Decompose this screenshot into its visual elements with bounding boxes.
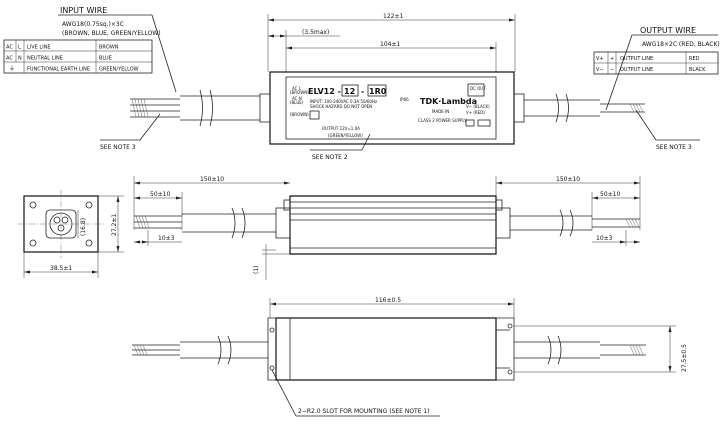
label-made-in: MADE IN xyxy=(432,109,449,114)
output-row-1-sym: + xyxy=(610,56,614,62)
dim-mount-length: 116±0.5 xyxy=(375,297,401,304)
input-wire-spec-1: AWG18(0.75sq.)×3C xyxy=(62,21,124,28)
label-model-prefix: ELV12 - xyxy=(308,87,341,96)
input-wire-block: INPUT WIRE AWG18(0.75sq.)×3C (BROWN, BLU… xyxy=(3,6,177,93)
dim-overall-length: 122±1 xyxy=(383,13,403,20)
label-vminus: V− (BLACK) xyxy=(466,104,490,109)
dim-output-cable: 150±10 xyxy=(556,176,580,183)
label-ac-n-color: (BLUE) xyxy=(290,100,304,105)
label-ac-n: AC N xyxy=(292,96,302,101)
input-row-2-line: NEUTRAL LINE xyxy=(27,56,63,62)
label-vplus: V+ (RED) xyxy=(466,110,485,115)
input-row-1-code: AC xyxy=(6,45,13,51)
side-view: 150±10 50±10 10±3 150±10 50±10 10±3 xyxy=(133,176,641,280)
label-dc-out: DC OUT xyxy=(470,86,486,91)
label-brown: (BROWN) xyxy=(290,112,309,117)
label-input-spec: INPUT: 100-240VAC 0.3A 50/60Hz xyxy=(310,99,377,104)
output-wire-ends-bottom xyxy=(600,344,646,356)
note-3-left: SEE NOTE 3 xyxy=(100,144,136,151)
input-row-1-line: LIVE LINE xyxy=(27,45,51,51)
label-ac-l-color: (BROWN) xyxy=(290,90,309,95)
label-output-spec: OUTPUT 12V=1.0A xyxy=(322,126,360,131)
dim-tip-out: 10±3 xyxy=(596,235,613,242)
dim-end-inner: (16.8) xyxy=(80,218,87,236)
label-warning: SHOCK HAZARD DO NOT OPEN xyxy=(310,104,372,109)
dim-label-length: 104±1 xyxy=(380,41,400,48)
input-row-3-sym: ⏚ xyxy=(9,66,15,73)
dim-end-height: 27.2±1 xyxy=(111,214,118,236)
output-row-2-color: BLACK xyxy=(689,67,706,73)
bottom-view: 116±0.5 xyxy=(132,297,688,417)
label-earth-color: (GREEN/YELLOW) xyxy=(328,133,363,138)
dim-strip-in: 50±10 xyxy=(150,191,170,198)
output-wire-ends-side xyxy=(592,218,640,228)
label-model-box2: 1R0 xyxy=(369,87,387,96)
input-wire-ends-top xyxy=(130,98,180,118)
note-callouts-top: SEE NOTE 3 SEE NOTE 2 SEE NOTE 3 xyxy=(100,109,700,161)
input-wire-ends-bottom xyxy=(132,344,180,356)
top-view: 122±1 (3.5max) 104±1 xyxy=(100,13,700,161)
output-row-2-line: OUTPUT LINE xyxy=(620,67,653,73)
input-row-3-color: GREEN/YELLOW xyxy=(99,67,139,73)
note-3-right: SEE NOTE 3 xyxy=(656,144,692,151)
input-row-3-line: FUNCTIONAL EARTH LINE xyxy=(27,67,90,73)
label-model-dash: - xyxy=(361,87,364,96)
output-wire-heading: OUTPUT WIRE xyxy=(640,26,696,35)
output-row-2-code: V− xyxy=(596,67,604,73)
input-wire-spec-2: (BROWN, BLUE, GREEN/YELLOW) xyxy=(62,30,161,37)
input-row-1-sym: L xyxy=(18,45,21,51)
dim-input-cable: 150±10 xyxy=(200,176,224,183)
output-row-1-color: RED xyxy=(689,56,700,62)
dim-tip-in: 10±3 xyxy=(158,235,175,242)
label-ip: IP66 xyxy=(400,97,409,102)
dim-gap: (1) xyxy=(253,266,260,275)
input-wire-heading: INPUT WIRE xyxy=(60,6,107,15)
end-view: (16.8) 27.2±1 38.5±1 xyxy=(18,190,124,278)
input-wire-ends-side xyxy=(134,215,182,229)
output-wire-table: V+ + OUTPUT LINE RED V− − OUTPUT LINE BL… xyxy=(593,51,719,75)
output-wire-spec: AWG18×2C (RED, BLACK) xyxy=(642,41,720,48)
dim-strip-out: 50±10 xyxy=(600,191,620,198)
input-row-2-color: BLUE xyxy=(99,56,112,62)
label-ac-l: AC L xyxy=(292,86,302,91)
label-class2: CLASS 2 POWER SUPPLY xyxy=(418,118,467,123)
dim-end-width: 38.5±1 xyxy=(50,265,72,272)
output-wire-block: OUTPUT WIRE AWG18×2C (RED, BLACK) V+ + O… xyxy=(593,26,720,111)
label-brand: TDK·Lambda xyxy=(420,97,477,106)
note-2: SEE NOTE 2 xyxy=(312,154,348,161)
output-row-1-line: OUTPUT LINE xyxy=(620,56,653,62)
product-label: ELV12 - 12 - 1R0 INPUT: 100-240VAC 0.3A … xyxy=(290,83,491,138)
dim-mount-height: 27.5±0.5 xyxy=(681,344,688,372)
label-model-box1: 12 xyxy=(344,87,355,96)
input-wire-table: AC L LIVE LINE BROWN AC N NEUTRAL LINE B… xyxy=(3,39,153,74)
output-row-1-code: V+ xyxy=(596,56,604,62)
dim-offset: (3.5max) xyxy=(302,29,329,36)
output-row-2-sym: − xyxy=(610,67,614,73)
input-row-1-color: BROWN xyxy=(99,45,119,51)
note-slot: 2−R2.0 SLOT FOR MOUNTING (SEE NOTE 1) xyxy=(298,408,430,415)
input-row-2-code: AC xyxy=(6,56,13,62)
input-row-2-sym: N xyxy=(18,56,22,62)
